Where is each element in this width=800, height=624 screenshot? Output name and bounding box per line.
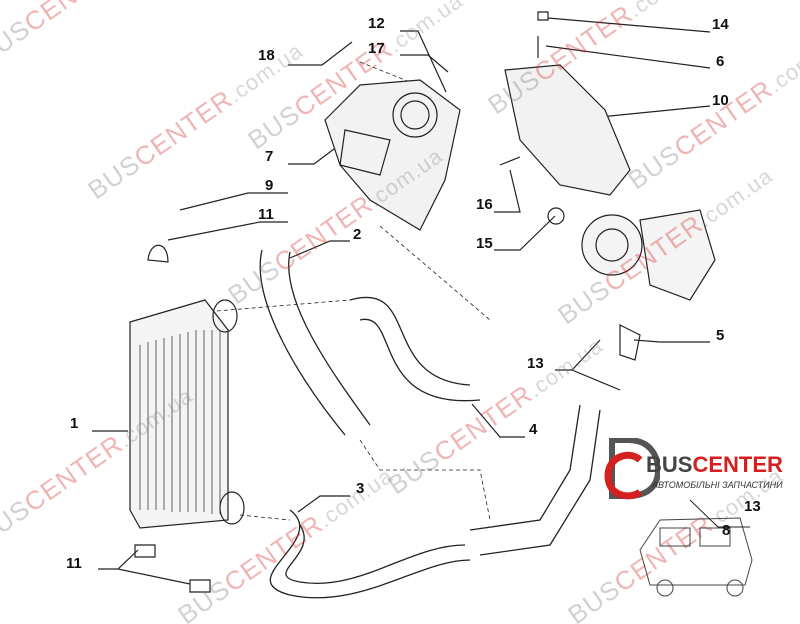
throttle-body (324, 79, 461, 231)
callout-5: 5 (716, 327, 725, 344)
callout-6: 6 (716, 53, 725, 70)
callout-4: 4 (529, 421, 538, 438)
callout-7: 7 (265, 148, 274, 165)
callout-17: 17 (368, 40, 385, 57)
callout-13: 13 (527, 355, 544, 372)
callout-18: 18 (258, 47, 275, 64)
logo-name: BUSCENTER (646, 452, 783, 477)
logo-mark-icon (604, 437, 662, 500)
callout-15: 15 (476, 235, 493, 252)
callout-10: 10 (712, 92, 729, 109)
callout-3: 3 (356, 480, 365, 497)
callout-13-behind-logo: 13 (744, 498, 761, 515)
callout-11-bottom: 11 (66, 555, 82, 572)
manifold (499, 11, 631, 225)
leader-lines (92, 17, 711, 585)
turbocharger (581, 209, 716, 361)
callout-12: 12 (368, 15, 385, 32)
callout-2: 2 (353, 226, 362, 243)
hoses (259, 249, 601, 599)
callout-11-top: 11 (258, 206, 274, 223)
buscenter-logo: BUSCENTER АВТОМОБІЛЬНІ ЗАПЧАСТИНИ (600, 437, 800, 508)
callout-8: 8 (722, 522, 731, 539)
callout-1: 1 (70, 415, 79, 432)
logo-tagline: АВТОМОБІЛЬНІ ЗАПЧАСТИНИ (652, 480, 783, 490)
callout-9: 9 (265, 177, 274, 194)
intercooler (129, 244, 245, 593)
callout-16: 16 (476, 196, 493, 213)
callout-14: 14 (712, 16, 729, 33)
